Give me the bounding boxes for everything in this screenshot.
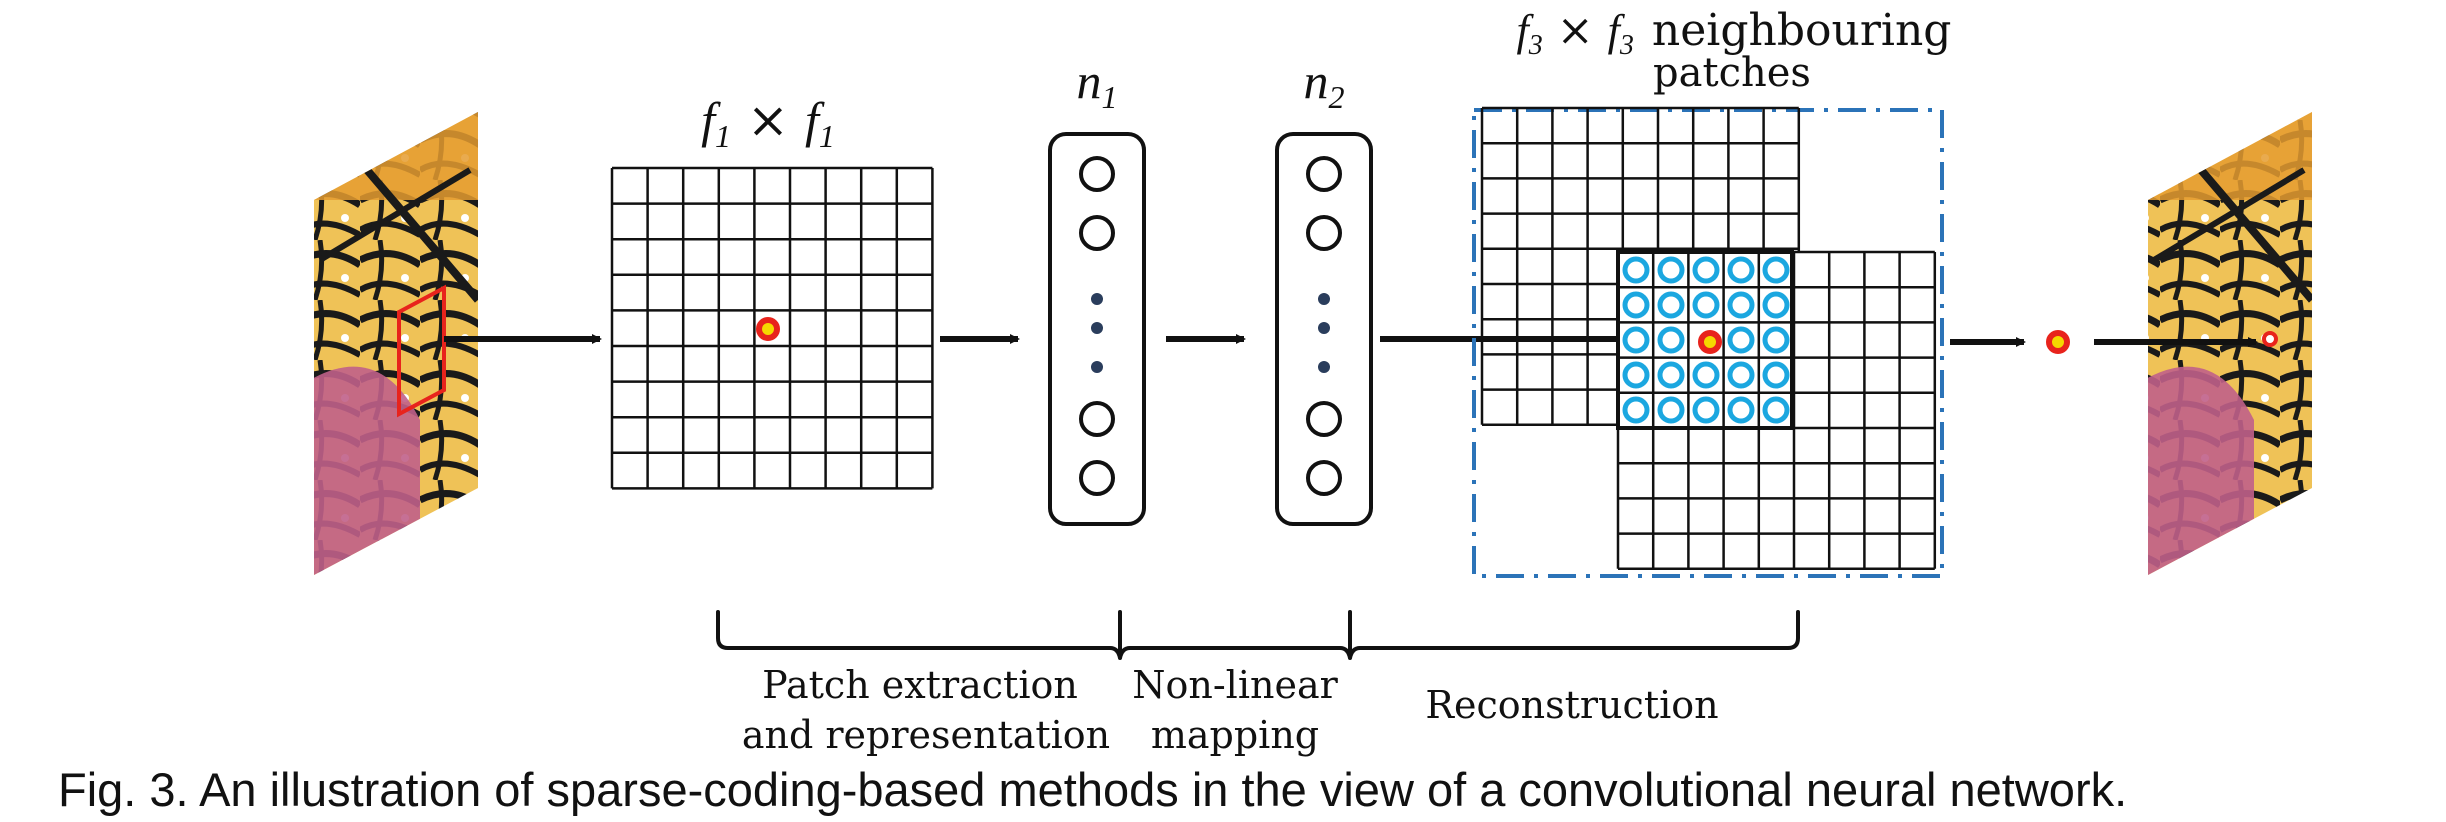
patch-circle — [1727, 396, 1755, 424]
patch-circle — [1657, 396, 1685, 424]
patch-circle — [1727, 326, 1755, 354]
patch-circle — [1727, 291, 1755, 319]
flow-arrows — [444, 334, 2258, 347]
patch-circle — [1762, 396, 1790, 424]
feature-column-n1 — [1048, 132, 1146, 526]
overlap-region-outline — [1616, 250, 1794, 430]
feature-column-n2 — [1275, 132, 1373, 526]
input-image — [314, 112, 478, 575]
stage-braces — [716, 610, 1800, 660]
patch-circle — [1727, 256, 1755, 284]
patch-circle — [1692, 396, 1720, 424]
patch-circle — [1692, 256, 1720, 284]
output-pixel-marker — [2262, 331, 2278, 347]
stage-label-nonlinear-2: mapping — [1151, 713, 1319, 757]
n2-label: n2 — [1304, 53, 1345, 115]
figure-caption: Fig. 3. An illustration of sparse-coding… — [58, 763, 2128, 816]
patch-circle — [1692, 291, 1720, 319]
recon-center-pixel — [1698, 330, 1722, 354]
patch-circle — [1762, 256, 1790, 284]
patch-circle — [1762, 326, 1790, 354]
patch-circle — [1622, 256, 1650, 284]
reconstruction-dashed-box — [1472, 108, 1944, 578]
patch-circle — [1622, 361, 1650, 389]
n1-label: n1 — [1077, 53, 1118, 115]
filter-grid-f1 — [610, 166, 934, 490]
patch-circle — [1692, 361, 1720, 389]
patch-circle — [1622, 291, 1650, 319]
patch-circle — [1762, 291, 1790, 319]
stage-label-patch-extraction-2: and representation — [742, 713, 1110, 757]
output-pixel — [2046, 330, 2070, 354]
grid-center-pixel — [756, 317, 780, 341]
filter3-label-line2: patches — [1653, 50, 1811, 96]
patch-circle — [1657, 326, 1685, 354]
overlap-patches — [1622, 256, 1790, 424]
patch-circle — [1657, 256, 1685, 284]
filter1-label: f1×f1 — [701, 91, 835, 154]
patch-circle — [1657, 291, 1685, 319]
stage-label-nonlinear-1: Non-linear — [1132, 663, 1338, 707]
patch-circle — [1762, 361, 1790, 389]
patch-circle — [1657, 361, 1685, 389]
stage-label-reconstruction: Reconstruction — [1425, 683, 1718, 727]
patch-outline — [397, 284, 446, 418]
patch-circle — [1622, 326, 1650, 354]
patch-circle — [1727, 361, 1755, 389]
stage-label-patch-extraction-1: Patch extraction — [762, 663, 1078, 707]
patch-circle — [1622, 396, 1650, 424]
